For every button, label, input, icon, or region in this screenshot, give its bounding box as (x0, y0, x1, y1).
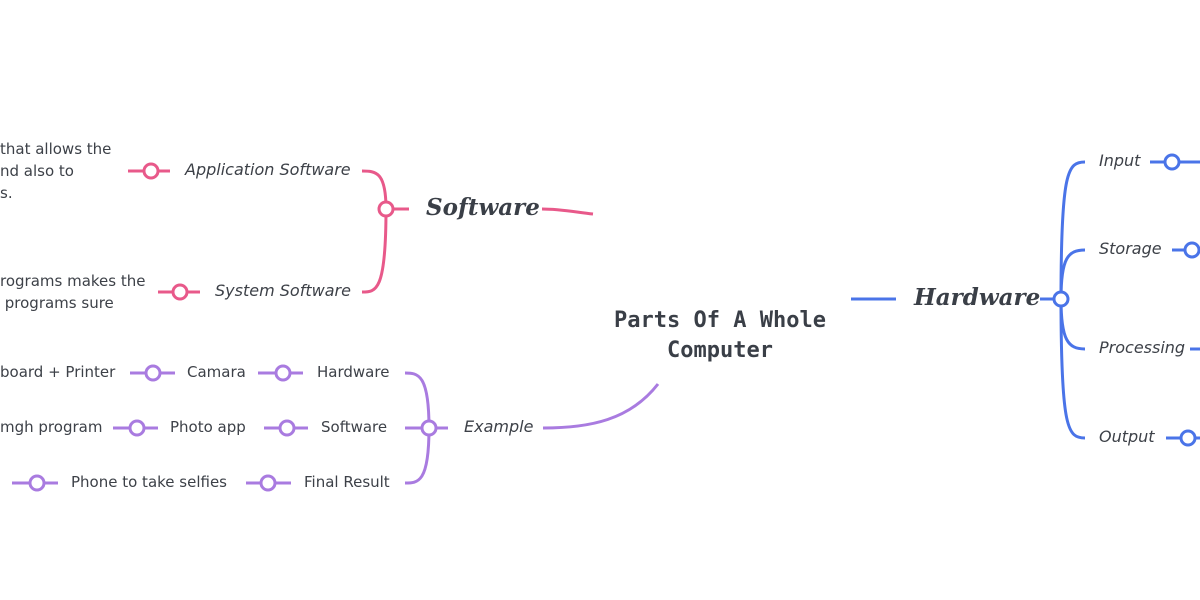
software-example-node[interactable] (278, 419, 296, 437)
photo-app-node[interactable] (128, 419, 146, 437)
link-example-hardware (404, 371, 431, 429)
system-detail-line2: programs sure (0, 294, 114, 312)
system-software-node[interactable]: System Software (215, 281, 351, 300)
link-hardware-input (1059, 160, 1086, 300)
program-node[interactable]: mgh program (0, 418, 103, 436)
hardware-connector-node[interactable] (1052, 290, 1070, 308)
processing-node-label[interactable]: Processing (1099, 338, 1186, 357)
keyboard-printer-node[interactable]: board + Printer (0, 363, 116, 381)
storage-node[interactable] (1183, 241, 1200, 259)
camara-node-label[interactable]: Camara (187, 363, 246, 381)
final-result-node-label[interactable]: Final Result (304, 473, 390, 491)
link-example-final (404, 427, 431, 485)
example-topic[interactable]: Example (464, 417, 534, 436)
phone-node[interactable] (28, 474, 46, 492)
example-connector-node[interactable] (420, 419, 438, 437)
application-connector-node[interactable] (142, 162, 160, 180)
system-software-detail[interactable]: rograms makes the programs sure (0, 270, 155, 314)
center-topic-line1: Parts Of A Whole (614, 308, 826, 333)
application-detail-line3: s. (0, 184, 13, 202)
center-topic[interactable]: Parts Of A Whole Computer (590, 306, 850, 366)
center-topic-line2: Computer (667, 338, 773, 363)
photo-app-node-label[interactable]: Photo app (170, 418, 246, 436)
link-hardware-output (1059, 298, 1086, 440)
final-result-node[interactable] (259, 474, 277, 492)
camara-node[interactable] (144, 364, 162, 382)
system-connector-node[interactable] (171, 283, 189, 301)
link-center-example (542, 383, 660, 430)
link-hardware-storage (1059, 248, 1086, 300)
hardware-topic[interactable]: Hardware (914, 284, 1041, 311)
software-topic[interactable]: Software (426, 194, 540, 221)
phone-selfies-node[interactable]: Phone to take selfies (71, 473, 227, 491)
example-software-node[interactable]: Software (321, 418, 388, 436)
application-detail-line2: nd also to (0, 162, 74, 180)
link-software-system (361, 208, 388, 294)
application-software-node[interactable]: Application Software (185, 160, 351, 179)
output-node-label[interactable]: Output (1099, 427, 1155, 446)
hardware-example-node[interactable] (274, 364, 292, 382)
software-connector-node[interactable] (377, 200, 395, 218)
storage-node-label[interactable]: Storage (1099, 239, 1162, 258)
application-software-detail[interactable]: that allows the nd also to s. (0, 138, 125, 204)
link-center-software (541, 207, 594, 216)
input-node[interactable] (1163, 153, 1181, 171)
input-node-label[interactable]: Input (1099, 151, 1141, 170)
application-detail-line1: that allows the (0, 140, 112, 158)
example-hardware-node[interactable]: Hardware (317, 363, 390, 381)
output-node[interactable] (1179, 429, 1197, 447)
system-detail-line1: rograms makes the (0, 272, 146, 290)
